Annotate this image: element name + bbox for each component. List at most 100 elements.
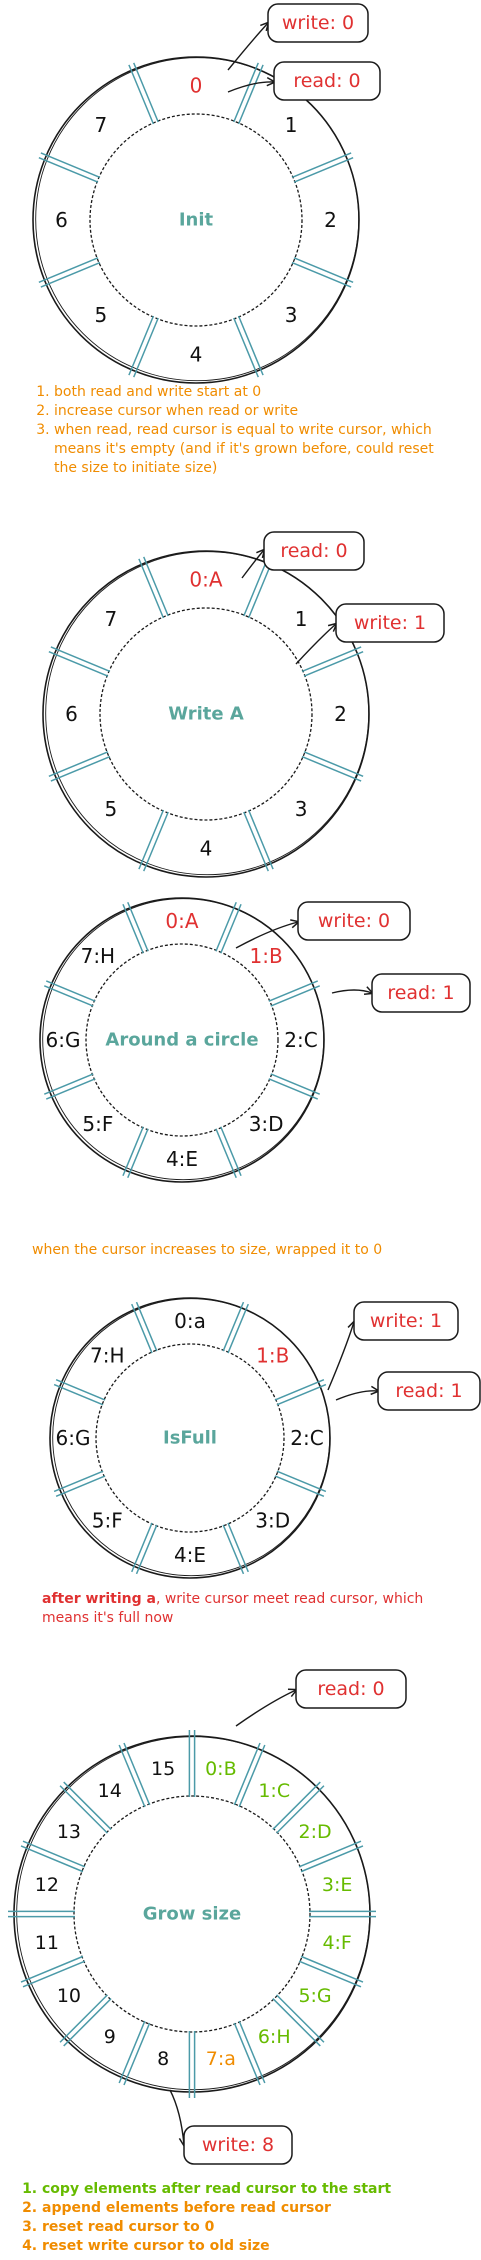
slot-divider [53, 1383, 104, 1406]
slot-divider [272, 1998, 321, 2047]
slot-label: 7 [105, 607, 118, 631]
slot-divider [55, 1475, 106, 1497]
slot-divider [50, 755, 111, 782]
slot-label: 8 [157, 2048, 169, 2070]
slot-divider [291, 261, 352, 288]
slot-divider [293, 257, 354, 283]
callout-label: write: 8 [202, 2134, 274, 2156]
slot-label: 0 [190, 74, 203, 98]
slot-label: 1 [295, 607, 308, 631]
slot-divider [127, 1128, 149, 1179]
grow-notes-list: copy elements after read cursor to the s… [24, 2180, 454, 2256]
slot-label: 4:F [322, 1932, 351, 1954]
slot-label: 7 [95, 113, 108, 137]
slot-divider [38, 157, 99, 183]
read-cursor-callout: read: 0 [235, 1669, 407, 1727]
slot-label: 6:H [258, 2026, 291, 2048]
slot-divider [300, 1845, 364, 1873]
slot-divider [303, 751, 364, 777]
outer-ring-sketch [45, 551, 370, 876]
slot-label: 10 [57, 1985, 81, 2007]
slot-divider [45, 1078, 96, 1100]
callout-box [297, 901, 411, 941]
slot-divider [50, 646, 111, 673]
slot-divider [133, 317, 159, 378]
write-cursor-callout: write: 0 [235, 901, 411, 949]
slot-divider [227, 1303, 249, 1354]
grow-notes: copy elements after read cursor to the s… [24, 2180, 454, 2256]
slot-divider [22, 1840, 86, 1868]
slot-divider [20, 1845, 84, 1873]
slot-label: 0:a [174, 1309, 206, 1333]
callout-label: write: 0 [282, 12, 354, 34]
callout-label: write: 1 [354, 612, 426, 634]
note-item: increase cursor when read or write [54, 402, 456, 421]
slot-divider [143, 811, 169, 872]
slot-divider [131, 1303, 153, 1354]
slot-divider [215, 901, 237, 952]
slot-label: 1 [285, 113, 298, 137]
slot-divider [127, 901, 149, 952]
slot-divider [215, 1128, 237, 1179]
slot-divider [303, 651, 364, 677]
callout-label: write: 1 [370, 1310, 442, 1332]
slot-divider [237, 64, 264, 125]
slot-divider [48, 651, 109, 677]
read-cursor-callout: read: 0 [241, 531, 365, 579]
slot-divider [222, 1524, 245, 1575]
callout-box [335, 603, 445, 643]
slot-divider [63, 1781, 112, 1830]
inner-ring [99, 607, 313, 821]
slot-divider [276, 1994, 325, 2043]
slot-label: 3 [285, 303, 298, 327]
slot-divider [38, 257, 99, 283]
slot-divider [238, 2020, 266, 2084]
slot-label: 11 [35, 1932, 59, 1954]
slot-label: 14 [98, 1780, 122, 1802]
inner-ring [85, 943, 279, 1137]
slot-label: 7:H [81, 944, 116, 968]
slot-label: 15 [151, 1758, 175, 1780]
init-notes: both read and write start at 0increase c… [36, 383, 456, 478]
slot-divider [272, 1781, 321, 1830]
slot-label: 5:F [92, 1509, 123, 1533]
note-item: copy elements after read cursor to the s… [42, 2180, 454, 2199]
callout-box [263, 531, 365, 571]
slot-divider [128, 315, 155, 376]
outer-ring-sketch [35, 57, 360, 382]
slot-divider [274, 1475, 325, 1497]
slot-divider [233, 2022, 261, 2086]
diagram-title: Around a circle [105, 1030, 258, 1051]
slot-divider [138, 809, 165, 870]
is-full-note-text: , write cursor meet read cursor, which m… [42, 1591, 424, 1626]
slot-label: 6:G [56, 1426, 91, 1450]
callout-box [295, 1669, 407, 1709]
slot-divider [227, 1522, 249, 1573]
slot-divider [293, 157, 354, 183]
slot-divider [301, 755, 362, 782]
slot-divider [55, 1379, 106, 1401]
callout-box [377, 1371, 481, 1411]
slot-divider [43, 1073, 94, 1095]
slot-divider [222, 1301, 245, 1352]
read-cursor-callout: read: 0 [227, 61, 381, 101]
slot-divider [128, 64, 155, 125]
slot-label: 1:B [250, 944, 283, 968]
slot-label: 7:a [206, 2048, 236, 2070]
slot-divider [301, 646, 362, 673]
slot-divider [122, 903, 144, 954]
wrap-around-note: when the cursor increases to size, wrapp… [32, 1242, 383, 1258]
note-item: reset read cursor to 0 [42, 2218, 454, 2237]
note-item: reset write cursor to old size [42, 2237, 454, 2256]
diagram-title: Grow size [143, 1904, 241, 1925]
slot-divider [233, 317, 259, 378]
slot-label: 2:C [284, 1028, 317, 1052]
cursor-arrow [235, 1690, 296, 1727]
slot-label: 1:C [258, 1780, 290, 1802]
write-cursor-callout: write: 0 [227, 3, 369, 71]
slot-label: 2:D [298, 1821, 331, 1843]
cursor-arrow [335, 1391, 378, 1401]
slot-divider [298, 1840, 362, 1868]
